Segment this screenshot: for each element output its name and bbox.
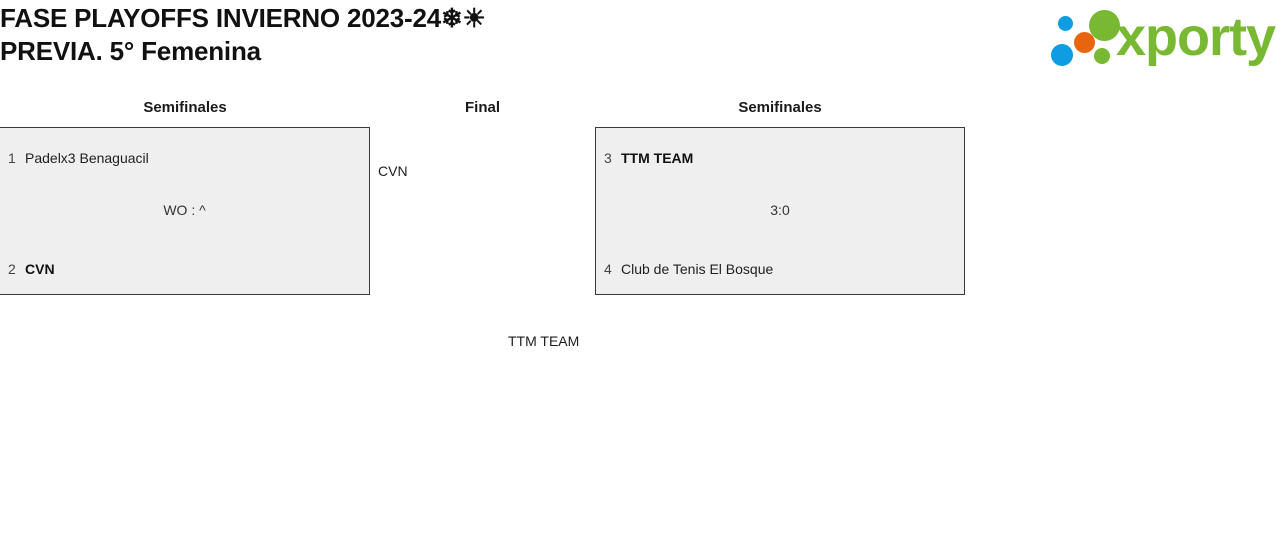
round-heading-semifinals-right: Semifinales xyxy=(738,99,822,116)
match-card-semifinal-right[interactable]: 3 TTM TEAM 3:0 4 Club de Tenis El Bosque xyxy=(595,127,965,295)
team-seed: 4 xyxy=(604,261,612,277)
match-card-semifinal-left[interactable]: 1 Padelx3 Benaguacil WO : ^ 2 CVN xyxy=(0,127,370,295)
logo-dots-icon xyxy=(1048,10,1120,68)
team-name: Padelx3 Benaguacil xyxy=(25,150,149,166)
match-score: 3:0 xyxy=(770,202,790,218)
finalist-label-bottom: TTM TEAM xyxy=(508,333,580,349)
round-heading-semifinals-left: Semifinales xyxy=(143,99,227,116)
xporty-logo[interactable]: xporty xyxy=(1048,7,1276,68)
match-team-row[interactable]: 2 CVN xyxy=(0,258,369,280)
team-name: CVN xyxy=(25,261,55,277)
team-seed: 3 xyxy=(604,150,612,166)
match-team-row[interactable]: 1 Padelx3 Benaguacil xyxy=(0,147,369,169)
logo-dot-green-large xyxy=(1089,10,1120,41)
match-team-row[interactable]: 3 TTM TEAM xyxy=(596,147,964,169)
match-team-row[interactable]: 4 Club de Tenis El Bosque xyxy=(596,258,964,280)
page-title: FASE PLAYOFFS INVIERNO 2023-24❄☀ PREVIA.… xyxy=(0,3,486,66)
logo-dot-blue-top xyxy=(1058,16,1073,31)
logo-wordmark: xporty xyxy=(1116,7,1276,67)
match-score: WO : ^ xyxy=(163,202,206,218)
finalist-label-left: CVN xyxy=(378,163,408,179)
logo-dot-orange xyxy=(1074,32,1095,53)
team-name: TTM TEAM xyxy=(621,150,694,166)
team-seed: 2 xyxy=(8,261,16,277)
logo-dot-green-small xyxy=(1094,48,1110,64)
team-name: Club de Tenis El Bosque xyxy=(621,261,774,277)
logo-dot-blue-bottom xyxy=(1051,44,1073,66)
round-heading-final: Final xyxy=(464,99,500,116)
team-seed: 1 xyxy=(8,150,16,166)
